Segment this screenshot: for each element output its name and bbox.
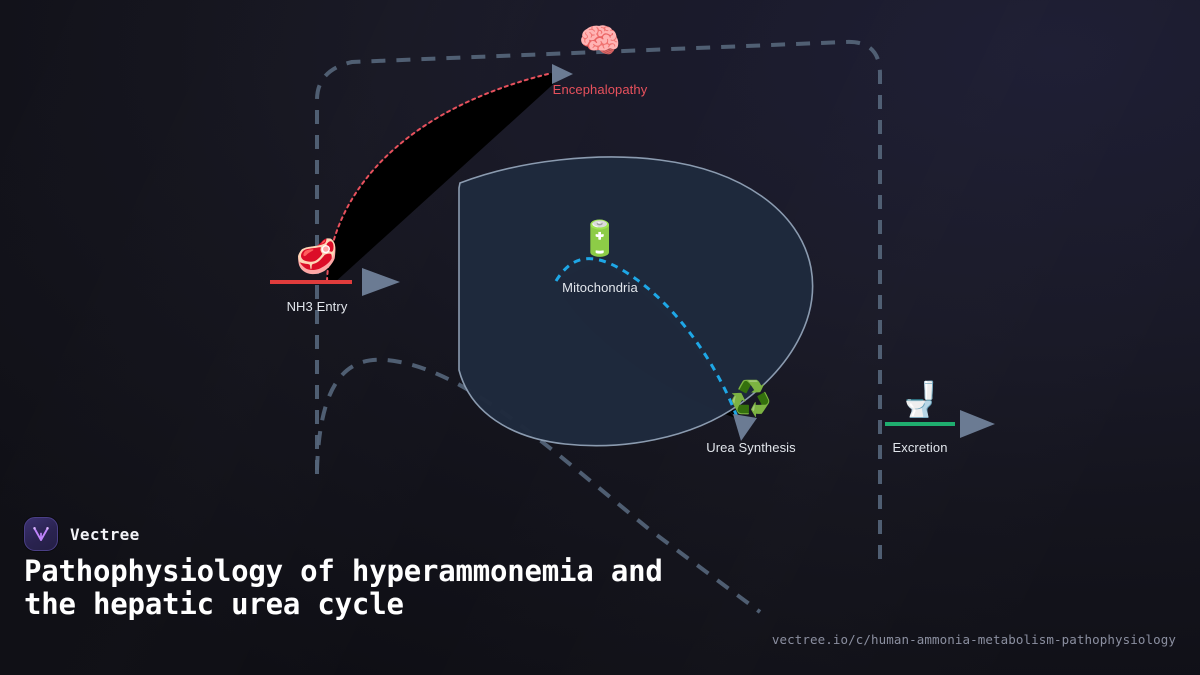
body-outline-path: [315, 39, 882, 565]
toilet-icon: 🚽: [898, 381, 942, 419]
edge-nh3-to-encephalopathy: [326, 73, 549, 282]
arrow-excretion: [960, 410, 995, 438]
recycle-icon: ♻️: [729, 380, 773, 418]
node-label-encephalopathy[interactable]: Encephalopathy: [552, 82, 648, 97]
node-label-urea-synthesis[interactable]: Urea Synthesis: [706, 440, 796, 455]
node-label-mitochondria[interactable]: Mitochondria: [562, 280, 638, 295]
brain-icon: 🧠: [578, 22, 622, 60]
battery-icon: 🔋: [578, 220, 622, 258]
node-label-nh3-entry[interactable]: NH3 Entry: [286, 299, 348, 314]
body-outline-lower-path: [315, 357, 762, 614]
arrow-nh3-entry: [362, 268, 400, 296]
meat-icon: 🥩: [295, 238, 339, 276]
arrow-encephalopathy: [552, 64, 573, 84]
node-label-excretion[interactable]: Excretion: [892, 440, 948, 455]
liver-organ-shape: [458, 156, 814, 447]
arrow-urea-synthesis: [733, 414, 757, 441]
edge-mitochondria-to-urea: [554, 257, 739, 418]
encephalopathy-shadow-cone-fill: [327, 73, 551, 284]
